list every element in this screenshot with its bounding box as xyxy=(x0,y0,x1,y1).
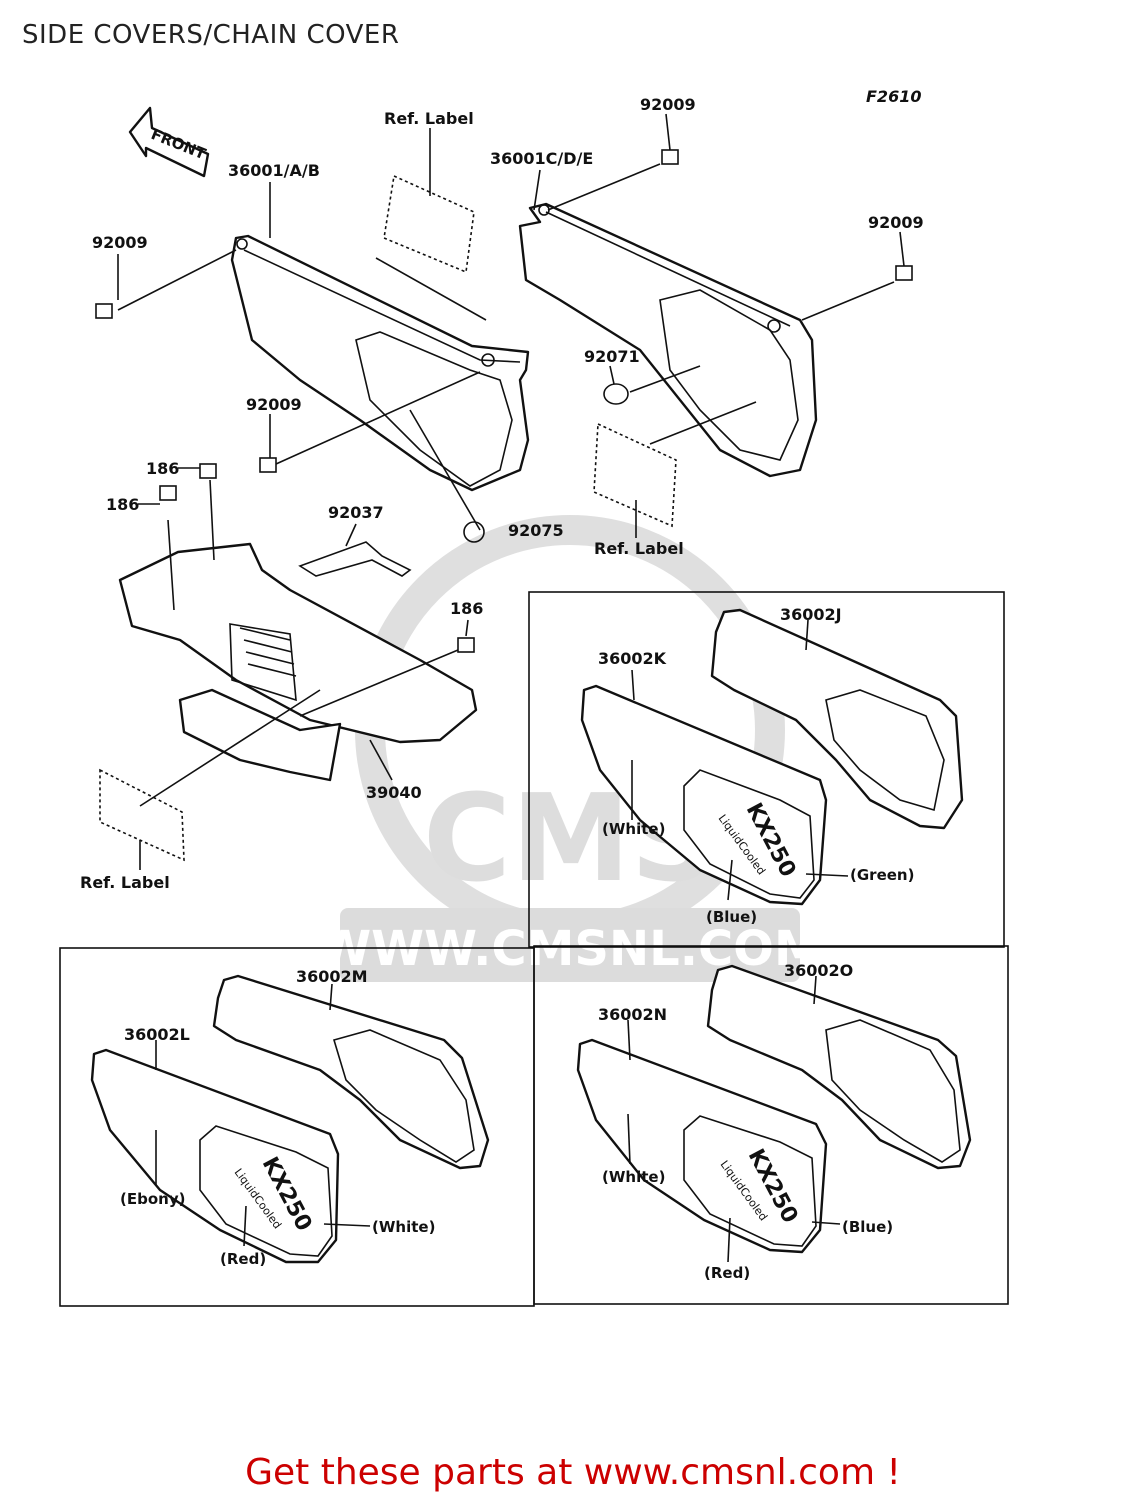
label-92071: 92071 xyxy=(584,347,640,366)
label-color-red-l: (Red) xyxy=(220,1250,266,1268)
label-39040: 39040 xyxy=(366,783,422,802)
side-cover-left xyxy=(230,234,530,492)
footer-shop-link[interactable]: Get these parts at www.cmsnl.com ! xyxy=(245,1452,901,1493)
label-ref-label-1: Ref. Label xyxy=(384,109,474,128)
side-cover-right xyxy=(518,202,818,478)
bolt-icon xyxy=(95,149,913,653)
leader-lines xyxy=(117,113,905,870)
watermark-url: WWW.CMSNL.COM xyxy=(318,921,822,977)
label-186-b: 186 xyxy=(106,495,139,514)
variant-box-blue: KX250 LiquidCooled xyxy=(533,945,1009,1305)
label-color-green: (Green) xyxy=(850,866,914,884)
label-36002K: 36002K xyxy=(598,649,667,668)
label-36002M: 36002M xyxy=(296,967,368,986)
label-36002O: 36002O xyxy=(784,961,853,980)
label-color-ebony: (Ebony) xyxy=(120,1190,185,1208)
label-92075: 92075 xyxy=(508,521,564,540)
label-92009-top: 92009 xyxy=(640,95,696,114)
label-36002L: 36002L xyxy=(124,1025,190,1044)
label-36002N: 36002N xyxy=(598,1005,667,1024)
label-36002J: 36002J xyxy=(780,605,842,624)
label-color-blue-k: (Blue) xyxy=(706,908,757,926)
spring-92037 xyxy=(298,541,412,577)
variant-box-green: KX250 LiquidCooled xyxy=(528,591,1005,948)
ref-label-patch-3 xyxy=(99,768,185,862)
label-color-red-n: (Red) xyxy=(704,1264,750,1282)
label-ref-label-3: Ref. Label xyxy=(80,873,170,892)
variant-box-white: KX250 LiquidCooled xyxy=(59,947,535,1307)
chain-cover xyxy=(118,542,478,782)
label-92009-right: 92009 xyxy=(868,213,924,232)
page-title: SIDE COVERS/CHAIN COVER xyxy=(22,20,400,50)
label-color-white-l: (White) xyxy=(372,1218,435,1236)
label-92009-left: 92009 xyxy=(92,233,148,252)
label-color-white-k: (White) xyxy=(602,820,665,838)
front-arrow-icon: FRONT xyxy=(128,106,210,178)
label-36001ab: 36001/A/B xyxy=(228,161,320,180)
label-color-blue-n: (Blue) xyxy=(842,1218,893,1236)
label-color-white-n: (White) xyxy=(602,1168,665,1186)
ref-label-patch-2 xyxy=(593,422,677,528)
label-186-a: 186 xyxy=(146,459,179,478)
label-ref-label-2: Ref. Label xyxy=(594,539,684,558)
label-92009-mid: 92009 xyxy=(246,395,302,414)
label-186-c: 186 xyxy=(450,599,483,618)
label-92037: 92037 xyxy=(328,503,384,522)
label-36001cde: 36001C/D/E xyxy=(490,149,593,168)
figure-code: F2610 xyxy=(866,87,921,106)
ref-label-patch-1 xyxy=(383,174,475,274)
parts-diagram: WWW.CMSNL.COM CMS F2610 FRONT xyxy=(59,87,1009,1307)
